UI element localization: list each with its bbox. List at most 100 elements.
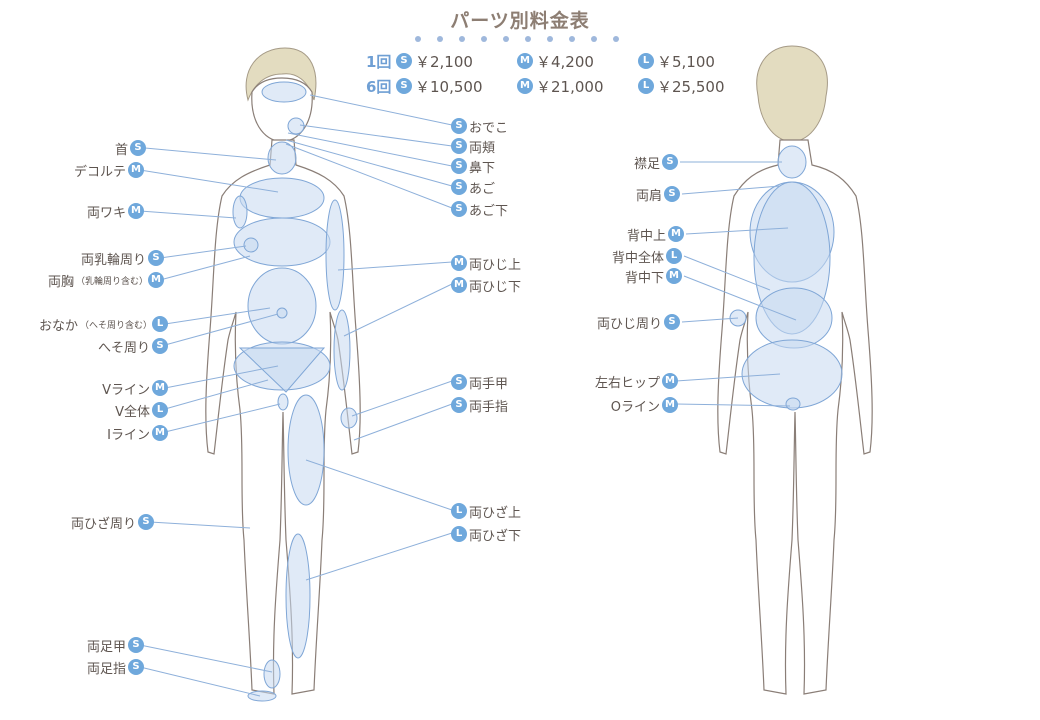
- size-badge: S: [138, 514, 154, 530]
- price-value: ￥5,100: [657, 52, 715, 71]
- size-badge: L: [152, 316, 168, 332]
- price-count: 1回: [366, 52, 392, 71]
- front-figure: [139, 47, 453, 702]
- price-row-6: 6回 S ￥10,500 M ￥21,000 L ￥25,500: [366, 75, 741, 97]
- size-badge: M: [662, 373, 678, 389]
- zone-lower-leg: [285, 533, 311, 659]
- size-badge: S: [451, 374, 467, 390]
- zone-lower-back: [755, 287, 833, 349]
- zone-forehead: [261, 81, 307, 103]
- size-badge: L: [638, 78, 654, 94]
- zone-hand-back: [340, 407, 358, 429]
- label-belly[interactable]: おなか（へそ周り含む）L: [37, 315, 168, 334]
- size-badge: M: [152, 425, 168, 441]
- price-value: ￥2,100: [415, 52, 473, 71]
- size-badge: S: [396, 53, 412, 69]
- size-badge: L: [152, 402, 168, 418]
- price-value: ￥10,500: [415, 77, 483, 96]
- zone-belly: [247, 267, 317, 345]
- size-badge: L: [451, 503, 467, 519]
- size-badge: S: [451, 118, 467, 134]
- zone-lower-arm: [333, 309, 351, 391]
- zone-decollete: [239, 177, 325, 219]
- zone-underarm: [232, 195, 248, 229]
- size-badge: S: [451, 179, 467, 195]
- price-value: ￥21,000: [536, 77, 604, 96]
- size-badge: L: [638, 53, 654, 69]
- price-row-1: 1回 S ￥2,100 M ￥4,200 L ￥5,100: [366, 50, 731, 72]
- label-chest[interactable]: 両胸（乳輪周り含む）M: [46, 271, 164, 290]
- title-dots: [415, 36, 625, 46]
- size-badge: S: [396, 78, 412, 94]
- size-badge: M: [666, 268, 682, 284]
- zone-nape: [777, 145, 807, 179]
- size-badge: M: [128, 203, 144, 219]
- size-badge: S: [451, 158, 467, 174]
- back-figure: [675, 45, 873, 695]
- size-badge: L: [451, 526, 467, 542]
- size-badge: S: [664, 314, 680, 330]
- front-hair: [245, 47, 317, 102]
- size-badge: S: [451, 201, 467, 217]
- size-badge: S: [152, 338, 168, 354]
- price-count: 6回: [366, 77, 392, 96]
- size-badge: M: [128, 162, 144, 178]
- back-hair: [756, 45, 828, 143]
- size-badge: S: [662, 154, 678, 170]
- zone-o-line: [785, 397, 801, 411]
- size-badge: M: [148, 272, 164, 288]
- zone-navel: [276, 307, 288, 319]
- zone-i-line: [277, 393, 289, 411]
- size-badge: M: [517, 53, 533, 69]
- size-badge: M: [662, 397, 678, 413]
- zone-neck: [267, 141, 297, 175]
- size-badge: S: [128, 637, 144, 653]
- size-badge: M: [517, 78, 533, 94]
- zone-upper-arm: [325, 199, 345, 311]
- page-title: パーツ別料金表: [450, 10, 590, 32]
- zone-upper-leg: [287, 394, 325, 506]
- size-badge: M: [668, 226, 684, 242]
- size-badge: S: [451, 397, 467, 413]
- size-badge: L: [666, 248, 682, 264]
- size-badge: M: [451, 277, 467, 293]
- zone-foot-back: [263, 659, 281, 689]
- zone-toes: [247, 690, 277, 702]
- size-badge: S: [130, 140, 146, 156]
- size-badge: S: [664, 186, 680, 202]
- size-badge: M: [451, 255, 467, 271]
- price-value: ￥4,200: [536, 52, 594, 71]
